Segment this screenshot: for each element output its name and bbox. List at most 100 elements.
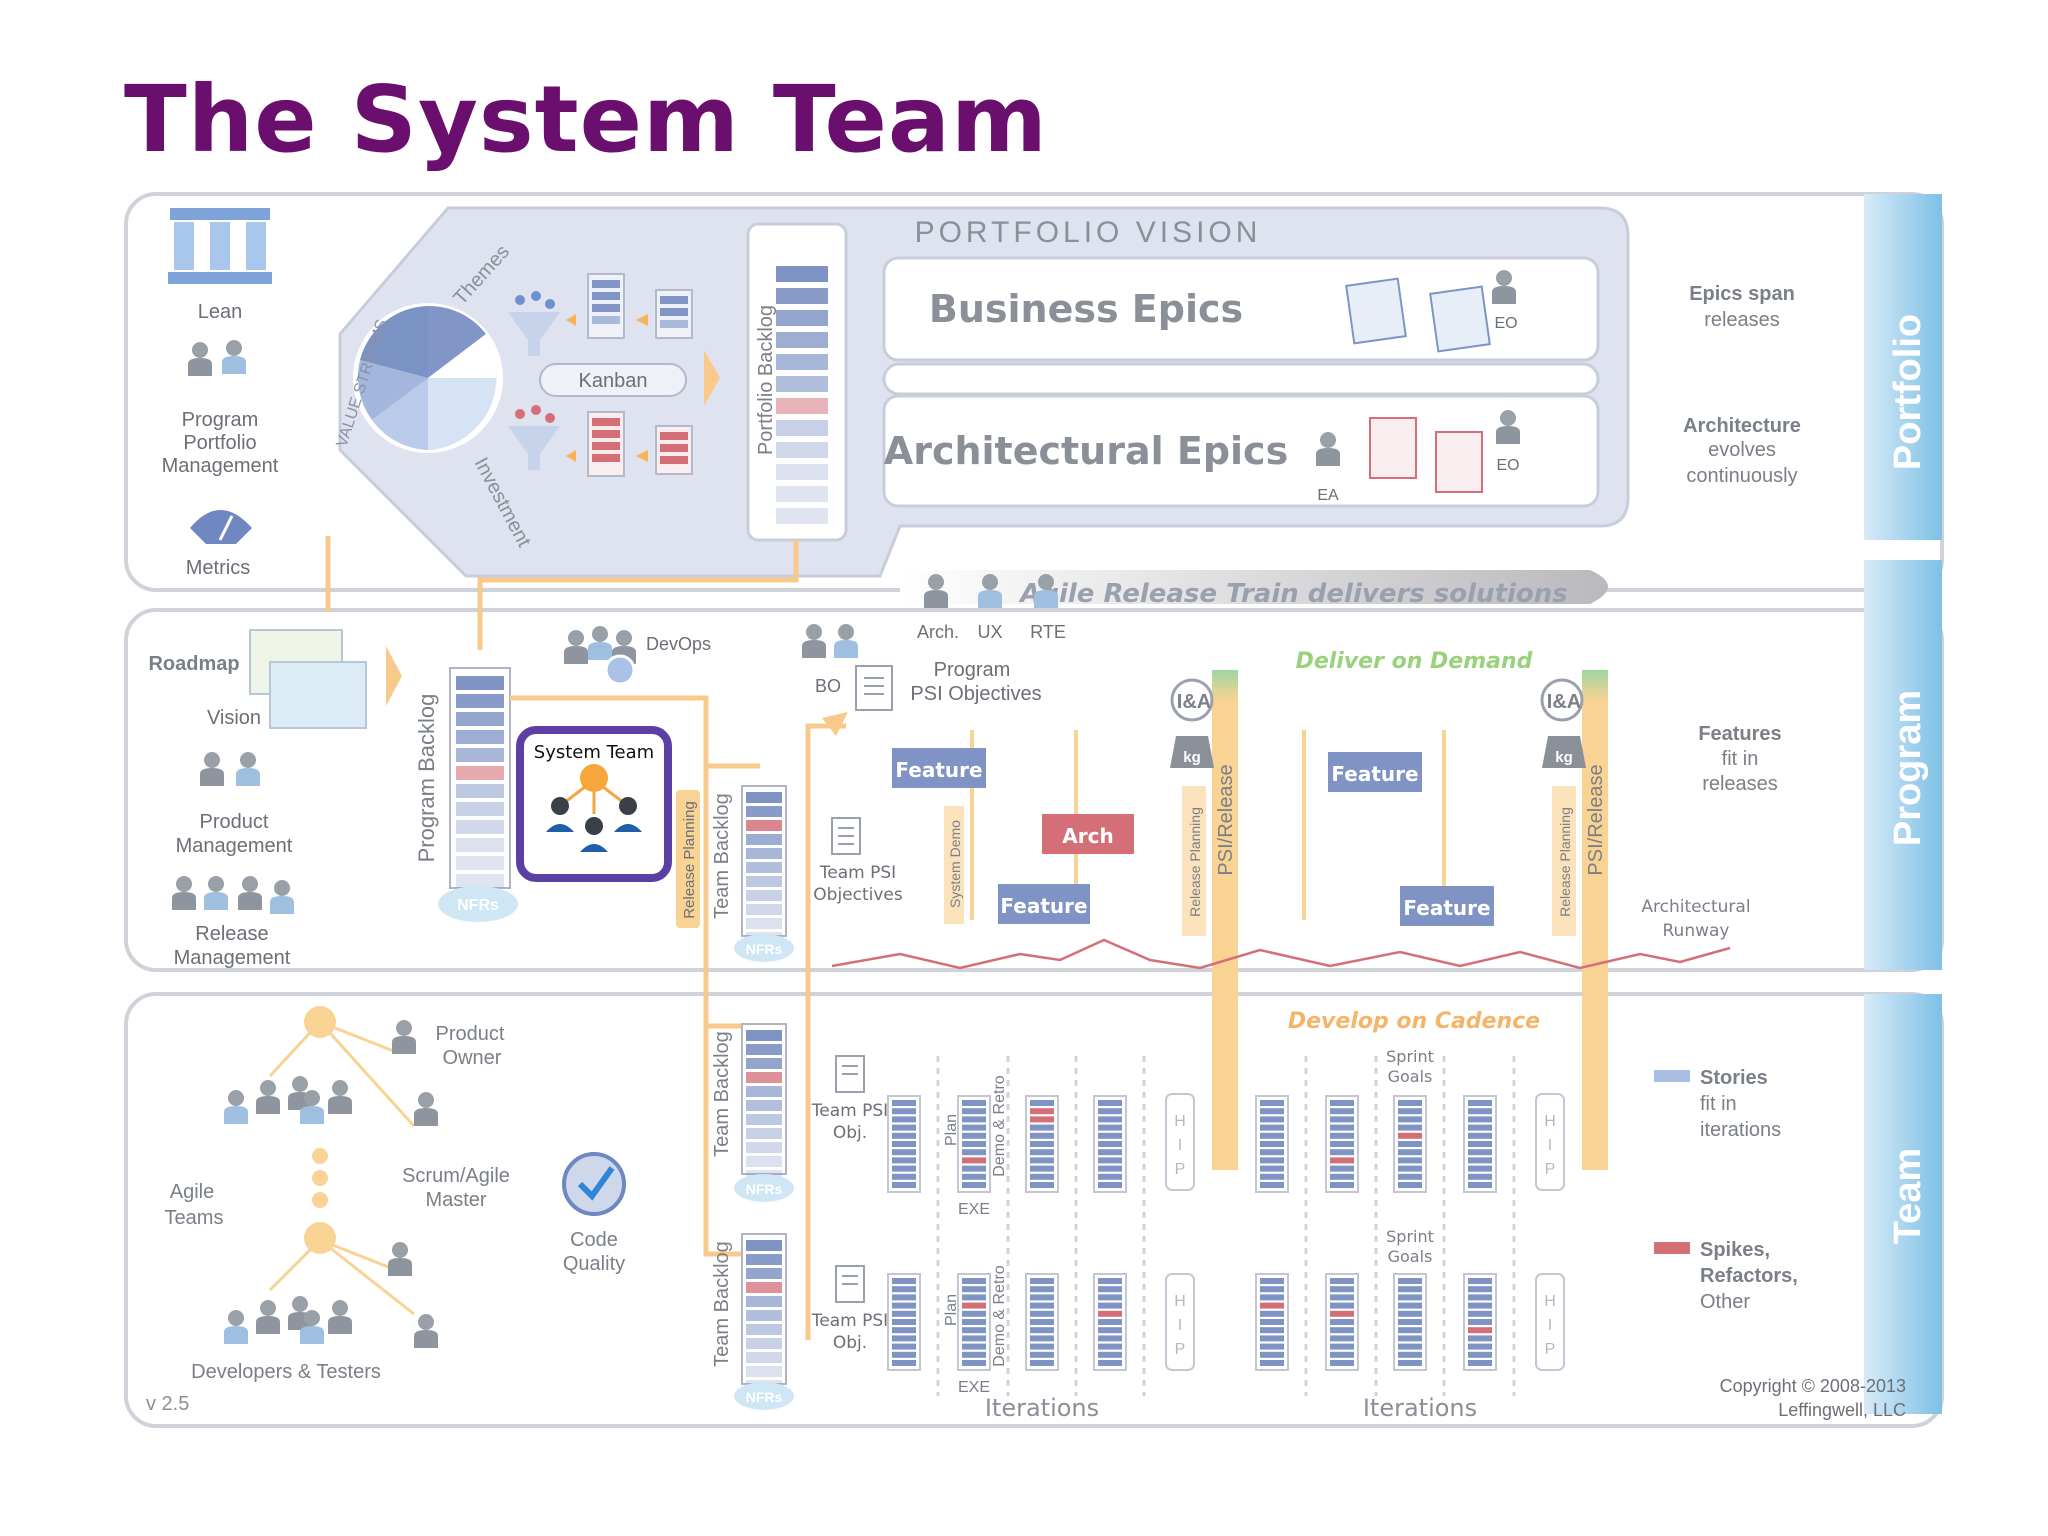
team-backlog-1-item xyxy=(746,848,782,859)
team-backlog-stack-1 xyxy=(746,792,782,943)
iteration-story-item xyxy=(1098,1319,1122,1325)
iteration-story-item xyxy=(1260,1278,1284,1284)
portfolio-backlog-item xyxy=(776,266,828,282)
iteration-story-item xyxy=(1260,1286,1284,1293)
iteration-story-item xyxy=(1468,1132,1492,1139)
lean-temple-icon xyxy=(168,208,272,284)
feature-block-2 xyxy=(998,884,1090,924)
iteration-story-item xyxy=(1468,1108,1492,1115)
ia-cycle-icon-1 xyxy=(1170,678,1214,722)
iteration-story-item xyxy=(962,1335,986,1342)
product-mgmt-label-2: Management xyxy=(176,835,293,857)
iterations-label-2: Iterations xyxy=(1363,1394,1477,1422)
team-backlog-stack-3 xyxy=(746,1240,782,1391)
team-backlog-2-item xyxy=(746,1100,782,1111)
program-backlog-item xyxy=(456,874,504,888)
iteration-story-item xyxy=(892,1335,916,1342)
portfolio-backlog-item xyxy=(776,420,828,436)
iteration-story-item xyxy=(1260,1360,1284,1366)
team-backlog-1-item xyxy=(746,890,782,901)
iteration-story-item xyxy=(962,1327,986,1334)
epics-span-note-2: releases xyxy=(1704,309,1780,331)
eo-label: EO xyxy=(1494,315,1517,332)
iteration-story-item xyxy=(1330,1182,1354,1188)
iteration-story-item xyxy=(1098,1116,1122,1123)
team-backlog-3-item xyxy=(746,1254,782,1265)
devops-label: DevOps xyxy=(646,634,711,654)
hip-1-p: P xyxy=(1175,1161,1186,1178)
iteration-story-item xyxy=(962,1132,986,1139)
iteration-story-item xyxy=(892,1100,916,1106)
system-team-org-icon xyxy=(546,764,642,852)
features-note-3: releases xyxy=(1702,773,1778,795)
kg-label-2: kg xyxy=(1555,749,1573,766)
arch-block-label: Arch xyxy=(1062,824,1113,848)
iteration-story-item xyxy=(892,1124,916,1131)
iteration-story-item xyxy=(962,1182,986,1188)
arch-evolves-note-2: evolves xyxy=(1708,439,1776,461)
copyright-line-2: Leffingwell, LLC xyxy=(1778,1400,1906,1420)
iteration-story-item xyxy=(1468,1278,1492,1284)
iteration-story-item xyxy=(962,1343,986,1350)
team-nfrs-oval-2 xyxy=(734,1174,794,1202)
iteration-story-item xyxy=(1468,1100,1492,1106)
team-backlog-1-item xyxy=(746,834,782,845)
iteration-story-item xyxy=(1030,1116,1054,1123)
iteration-story-item xyxy=(1098,1141,1122,1147)
release-planning-bar-2 xyxy=(1182,786,1206,936)
program-backlog-item xyxy=(456,820,504,834)
iteration-story-item xyxy=(1098,1182,1122,1188)
team-backlog-label-1: Team Backlog xyxy=(711,793,733,919)
hip-box-2 xyxy=(1535,1093,1565,1191)
iteration-story-item xyxy=(1468,1124,1492,1131)
arch-evolves-note-3: continuously xyxy=(1686,465,1797,487)
team-backlog-1-item xyxy=(746,904,782,915)
iteration-story-item xyxy=(892,1157,916,1164)
portfolio-backlog-item xyxy=(776,376,828,392)
iteration-story-item xyxy=(1468,1286,1492,1293)
iteration-story-item xyxy=(1398,1173,1422,1180)
iteration-story-item xyxy=(1330,1173,1354,1180)
legend-stories-3: iterations xyxy=(1700,1119,1781,1141)
team-backlog-label-3: Team Backlog xyxy=(711,1241,733,1367)
iteration-story-item xyxy=(1030,1182,1054,1188)
iteration-story-item xyxy=(1398,1286,1422,1293)
program-psi-doc-icon xyxy=(855,665,893,711)
iteration-story-item xyxy=(1098,1310,1122,1317)
architectural-epics-label: Architectural Epics xyxy=(884,429,1288,473)
kanban-pill xyxy=(539,363,687,397)
iteration-story-item xyxy=(1030,1302,1054,1309)
eo-label-2: EO xyxy=(1496,457,1519,474)
iteration-story-item xyxy=(962,1124,986,1131)
feature-label-1: Feature xyxy=(895,758,982,782)
iteration-story-item xyxy=(1330,1165,1354,1172)
iteration-story-item xyxy=(1468,1165,1492,1172)
team-psi-objectives-1: Team PSI xyxy=(819,863,896,883)
iteration-story-item xyxy=(1030,1327,1054,1334)
iteration-story-item xyxy=(892,1351,916,1358)
hip-box-3 xyxy=(1165,1273,1195,1371)
iteration-story-item xyxy=(1468,1116,1492,1123)
iteration-story-item xyxy=(892,1319,916,1325)
legend-stories-1: Stories xyxy=(1700,1067,1768,1089)
iteration-story-item xyxy=(1330,1360,1354,1366)
iteration-story-item xyxy=(1468,1360,1492,1366)
team-backlog-1-item xyxy=(746,862,782,873)
business-epic-doc-icon xyxy=(1345,277,1491,353)
iteration-story-item xyxy=(1098,1302,1122,1309)
iteration-story-item xyxy=(892,1182,916,1188)
program-band-label: Program xyxy=(1887,690,1929,846)
program-backlog-item xyxy=(456,766,504,780)
iteration-story-item xyxy=(1098,1100,1122,1106)
iteration-story-item xyxy=(1468,1141,1492,1147)
iteration-story-item xyxy=(1098,1124,1122,1131)
iteration-story-item xyxy=(1030,1294,1054,1301)
program-band-tab xyxy=(1864,560,1942,970)
portfolio-band-tab xyxy=(1864,194,1942,540)
team-nfrs-label-1: NFRs xyxy=(746,941,783,957)
iteration-story-item xyxy=(962,1294,986,1301)
iteration-story-item xyxy=(1030,1157,1054,1164)
program-backlog-item xyxy=(456,694,504,708)
kanban-funnel-bottom xyxy=(508,405,560,470)
features-note-2: fit in xyxy=(1722,748,1759,770)
